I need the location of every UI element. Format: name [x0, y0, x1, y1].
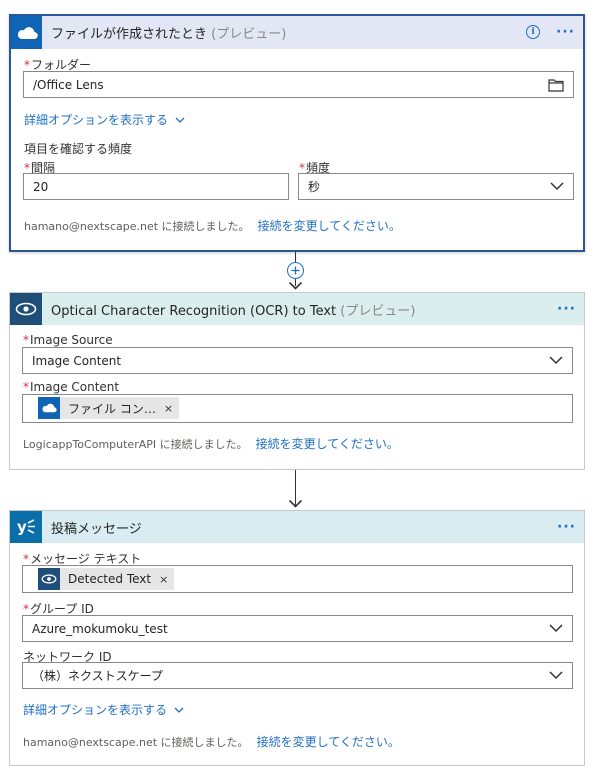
connection-status: LogicappToComputerAPI に接続しました。接続を変更してくださ… — [23, 437, 399, 451]
group-id-select[interactable]: Azure_mokumoku_test — [22, 615, 573, 642]
change-connection-link[interactable]: 接続を変更してください。 — [256, 735, 400, 749]
token-label: Detected Text — [68, 572, 152, 586]
card-title: Optical Character Recognition (OCR) to T… — [51, 303, 416, 319]
trigger-card-file-created: ファイルが作成されたとき (プレビュー) i ··· *フォルダー /Offic… — [9, 14, 585, 252]
eye-icon — [10, 293, 42, 325]
more-options-icon[interactable]: ··· — [556, 24, 575, 40]
card-title: 投稿メッセージ — [51, 521, 142, 537]
card-header[interactable]: Optical Character Recognition (OCR) to T… — [10, 293, 584, 325]
chevron-down-icon — [549, 624, 563, 633]
connector-line — [295, 470, 296, 507]
connection-status: hamano@nextscape.net に接続しました。接続を変更してください… — [23, 735, 400, 749]
add-step-plus-icon[interactable] — [287, 262, 304, 279]
action-card-post-message: y 投稿メッセージ ··· *メッセージ テキスト Detected Text … — [9, 510, 585, 766]
image-content-label: *Image Content — [23, 380, 120, 394]
connection-status: hamano@nextscape.net に接続しました。接続を変更してください… — [24, 219, 401, 233]
folder-icon[interactable] — [548, 78, 564, 92]
folder-label: *フォルダー — [24, 58, 92, 72]
frequency-heading: 項目を確認する頻度 — [24, 142, 133, 156]
token-remove-icon[interactable]: × — [159, 572, 169, 586]
change-connection-link[interactable]: 接続を変更してください。 — [257, 219, 401, 233]
onedrive-cloud-icon — [38, 397, 60, 419]
info-icon[interactable]: i — [526, 25, 541, 39]
folder-input[interactable]: /Office Lens — [23, 71, 574, 98]
image-content-input[interactable]: ファイル コン… × — [22, 394, 573, 423]
message-text-input[interactable]: Detected Text × — [22, 565, 573, 593]
interval-input[interactable]: 20 — [23, 173, 289, 200]
frequency-label: *頻度 — [299, 161, 331, 175]
dynamic-content-token[interactable]: Detected Text × — [38, 568, 175, 590]
chevron-down-icon — [549, 671, 563, 680]
image-source-select[interactable]: Image Content — [22, 347, 573, 374]
dynamic-content-token[interactable]: ファイル コン… × — [38, 397, 180, 419]
show-advanced-options-link[interactable]: 詳細オプションを表示する — [24, 111, 185, 128]
frequency-select[interactable]: 秒 — [298, 173, 574, 200]
card-title: ファイルが作成されたとき (プレビュー) — [51, 27, 287, 42]
connector-arrow-icon — [289, 500, 302, 508]
token-remove-icon[interactable]: × — [163, 401, 174, 415]
action-card-ocr: Optical Character Recognition (OCR) to T… — [9, 292, 585, 470]
svg-text:y: y — [17, 518, 27, 536]
card-header[interactable]: ファイルが作成されたとき (プレビュー) i ··· — [11, 16, 583, 49]
more-options-icon[interactable]: ··· — [557, 519, 576, 535]
connector-arrow-icon — [289, 282, 302, 290]
chevron-down-icon — [550, 182, 564, 191]
card-header[interactable]: y 投稿メッセージ ··· — [10, 511, 584, 543]
change-connection-link[interactable]: 接続を変更してください。 — [255, 437, 399, 451]
chevron-down-icon — [549, 356, 563, 365]
message-text-label: *メッセージ テキスト — [23, 552, 142, 566]
more-options-icon[interactable]: ··· — [557, 301, 576, 317]
yammer-icon: y — [10, 511, 42, 543]
network-id-select[interactable]: （株）ネクストスケープ — [22, 662, 573, 689]
show-advanced-options-link[interactable]: 詳細オプションを表示する — [23, 701, 184, 718]
network-id-label: ネットワーク ID — [23, 650, 112, 664]
token-label: ファイル コン… — [68, 401, 156, 416]
preview-tag: (プレビュー) — [340, 303, 416, 319]
group-id-label: *グループ ID — [23, 602, 94, 616]
onedrive-cloud-icon — [11, 16, 42, 49]
preview-tag: (プレビュー) — [211, 27, 287, 42]
interval-label: *間隔 — [24, 161, 56, 175]
image-source-label: *Image Source — [23, 333, 113, 347]
eye-icon — [38, 568, 60, 590]
